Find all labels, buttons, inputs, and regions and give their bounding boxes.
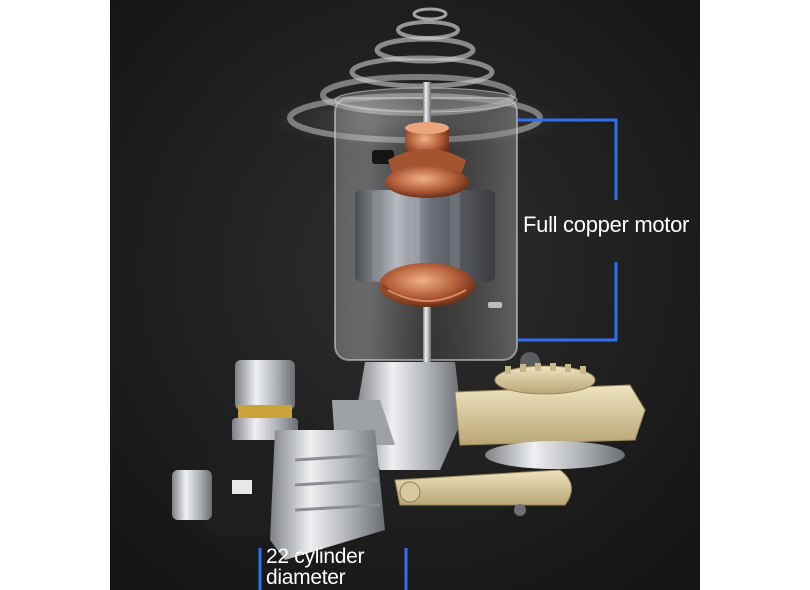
cylinder-label-line1: 22 cylinder [266, 545, 365, 568]
stator [355, 190, 495, 282]
cylinder-label: 22 cylinder diameter [266, 545, 365, 589]
cylinder-callout-lines [258, 548, 408, 590]
cylinder [172, 360, 385, 560]
motor-label: Full copper motor [523, 212, 690, 237]
copper-windings [379, 166, 475, 307]
connecting-rod [394, 469, 572, 516]
motor-callout-bracket [518, 118, 618, 342]
gear-plate [454, 363, 646, 469]
cylinder-label-line2: diameter [266, 566, 346, 589]
motor-photo [110, 0, 700, 590]
